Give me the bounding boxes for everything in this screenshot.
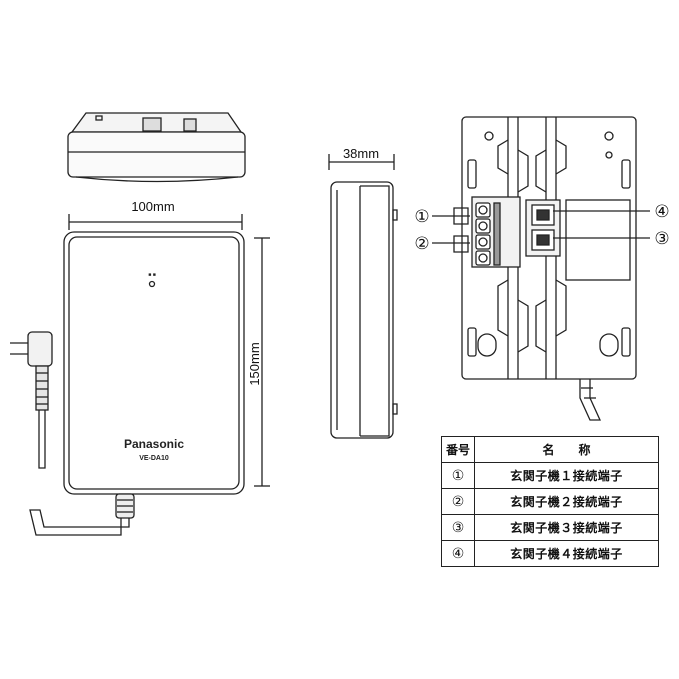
row-name: 玄関子機４接続端子 (474, 540, 659, 567)
row-number: ② (441, 488, 475, 515)
table-row: ② 玄関子機２接続端子 (441, 488, 659, 515)
callout-4: ④ (654, 202, 669, 222)
front-view: ■ ■ Panasonic VE-DA10 (29, 231, 245, 536)
status-led-icon (148, 280, 156, 288)
header-name: 名 称 (474, 436, 659, 463)
terminal-table: 番号 名 称 ① 玄関子機１接続端子 ② 玄関子機２接続端子 ③ 玄関子機３接続… (441, 436, 659, 567)
row-number: ④ (441, 540, 475, 567)
table-row: ① 玄関子機１接続端子 (441, 462, 659, 489)
back-view (461, 116, 637, 421)
row-name: 玄関子機２接続端子 (474, 488, 659, 515)
row-number: ① (441, 462, 475, 489)
header-number: 番号 (441, 436, 475, 463)
width-dimension: 100mm (68, 199, 243, 230)
table-row: ③ 玄関子機３接続端子 (441, 514, 659, 541)
brand-logo: Panasonic (124, 437, 184, 451)
model-label: VE-DA10 (139, 455, 169, 462)
depth-dimension: 38mm (328, 146, 395, 170)
side-view (330, 181, 398, 439)
callout-1: ① (414, 207, 429, 227)
height-dimension: 150mm (247, 237, 270, 487)
height-label: 150mm (247, 342, 262, 385)
row-number: ③ (441, 514, 475, 541)
row-name: 玄関子機１接続端子 (474, 462, 659, 489)
depth-label: 38mm (343, 146, 379, 161)
callouts: ① ② ③ ④ (414, 202, 669, 254)
callout-3: ③ (654, 229, 669, 249)
row-name: 玄関子機３接続端子 (474, 514, 659, 541)
table-header-row: 番号 名 称 (441, 436, 659, 463)
top-view (67, 112, 246, 183)
svg-text:■ ■: ■ ■ (148, 272, 155, 278)
power-plug-icon (10, 331, 53, 469)
width-label: 100mm (131, 199, 174, 214)
table-row: ④ 玄関子機４接続端子 (441, 540, 659, 567)
callout-2: ② (414, 234, 429, 254)
